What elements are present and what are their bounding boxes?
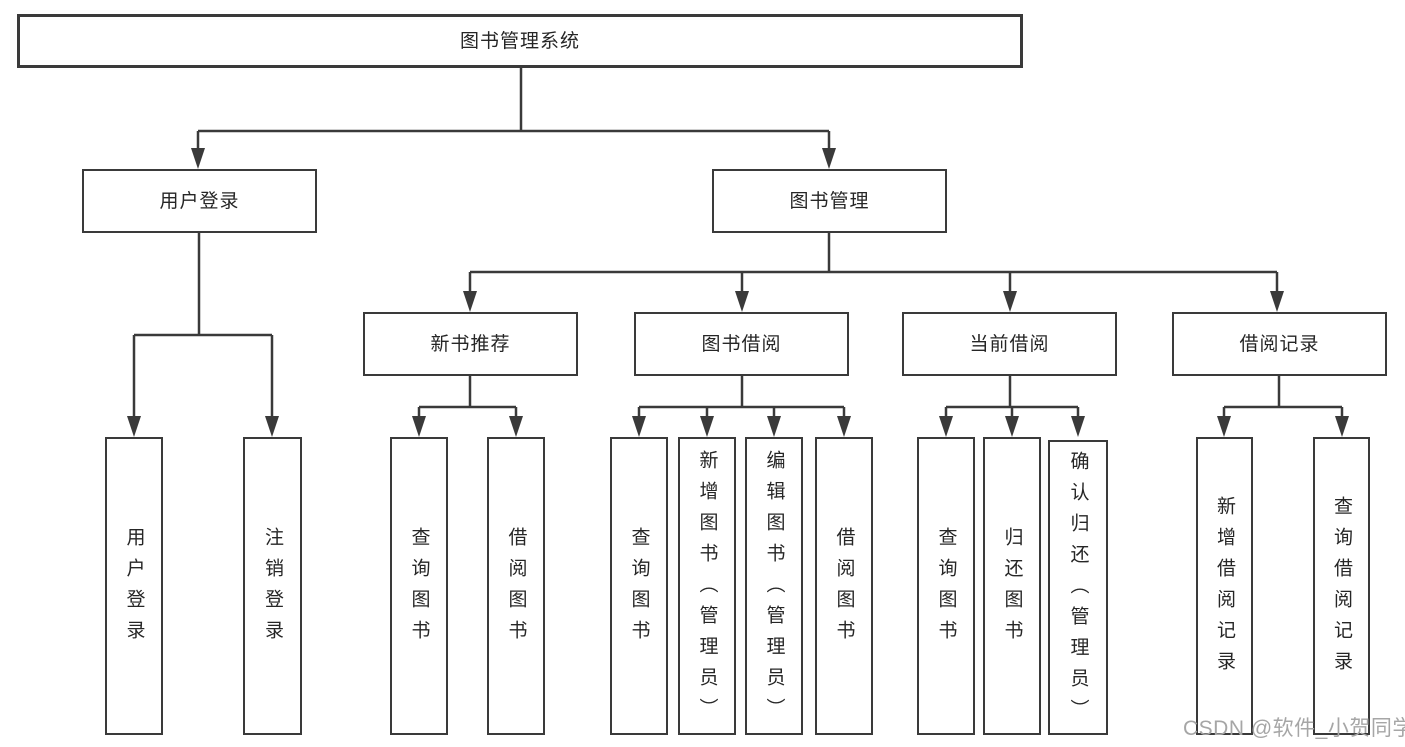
node-new-book-recommend: 新书推荐	[363, 312, 578, 376]
node-library-management-system: 图书管理系统	[17, 14, 1023, 68]
node-book-borrowing: 图书借阅	[634, 312, 849, 376]
leaf-confirm-return-admin: 确认归还（管理员）	[1048, 440, 1108, 735]
node-user-login: 用户登录	[82, 169, 317, 233]
leaf-edit-books-admin: 编辑图书（管理员）	[745, 437, 803, 735]
leaf-user-login: 用户登录	[105, 437, 163, 735]
leaf-add-books-admin: 新增图书（管理员）	[678, 437, 736, 735]
leaf-return-books: 归还图书	[983, 437, 1041, 735]
leaf-query-borrow-record: 查询借阅记录	[1313, 437, 1370, 735]
leaf-borrow-books-2: 借阅图书	[815, 437, 873, 735]
leaf-query-books-1: 查询图书	[390, 437, 448, 735]
node-book-management: 图书管理	[712, 169, 947, 233]
node-borrowing-records: 借阅记录	[1172, 312, 1387, 376]
csdn-watermark: CSDN @软件_小贺同学	[1183, 717, 1405, 740]
leaf-add-borrow-record: 新增借阅记录	[1196, 437, 1253, 735]
leaf-logout: 注销登录	[243, 437, 302, 735]
leaf-query-books-3: 查询图书	[917, 437, 975, 735]
arrowheads	[127, 148, 1349, 437]
leaf-query-books-2: 查询图书	[610, 437, 668, 735]
node-current-borrowing: 当前借阅	[902, 312, 1117, 376]
leaf-borrow-books-1: 借阅图书	[487, 437, 545, 735]
